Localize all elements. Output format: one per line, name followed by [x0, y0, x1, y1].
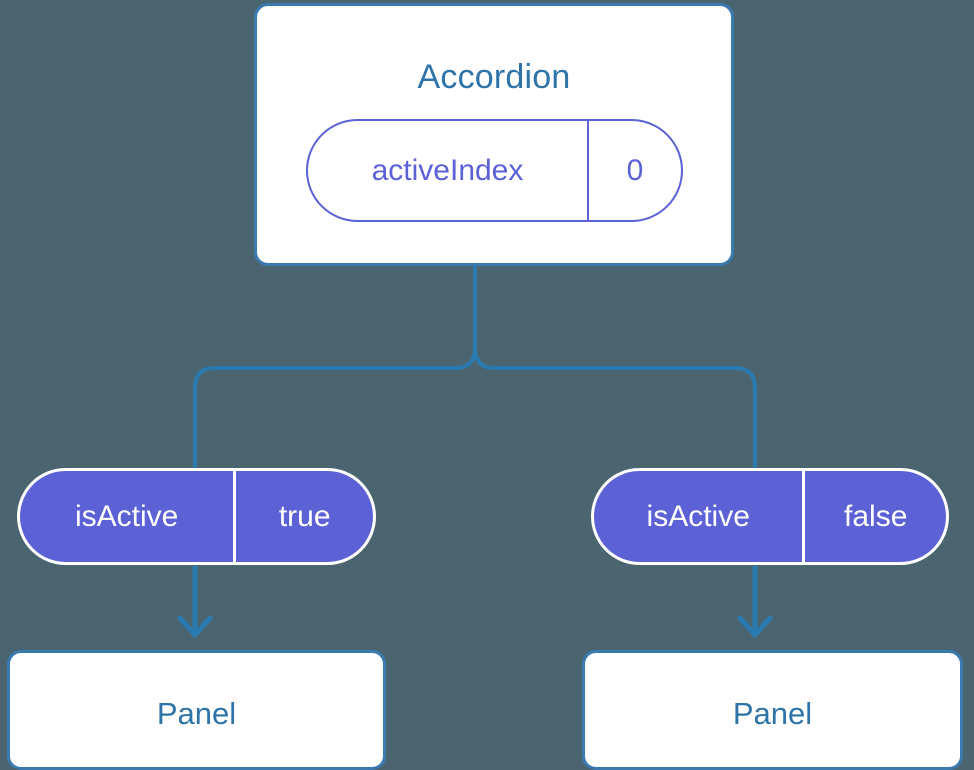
panel-component-card-left[interactable]: Panel: [7, 650, 386, 770]
state-pill-is-active-left[interactable]: isActive true: [17, 468, 376, 565]
arrow-right-head-icon: [737, 615, 773, 638]
prop-pill-key: activeIndex: [371, 153, 524, 187]
prop-pill-value: 0: [586, 121, 681, 220]
state-pill-key: isActive: [74, 499, 179, 533]
panel-title: Panel: [732, 696, 813, 731]
connector-left-branch: [193, 264, 477, 470]
panel-title: Panel: [156, 696, 237, 731]
state-pill-value: true: [233, 471, 373, 562]
state-pill-value: false: [802, 471, 946, 562]
prop-pill-active-index[interactable]: activeIndex 0: [306, 119, 683, 222]
state-pill-key: isActive: [646, 499, 750, 533]
state-pill-is-active-right[interactable]: isActive false: [591, 468, 949, 565]
arrow-left-head-icon: [177, 615, 213, 638]
connector-right-branch: [473, 264, 757, 470]
accordion-title: Accordion: [417, 58, 571, 96]
panel-component-card-right[interactable]: Panel: [582, 650, 963, 770]
